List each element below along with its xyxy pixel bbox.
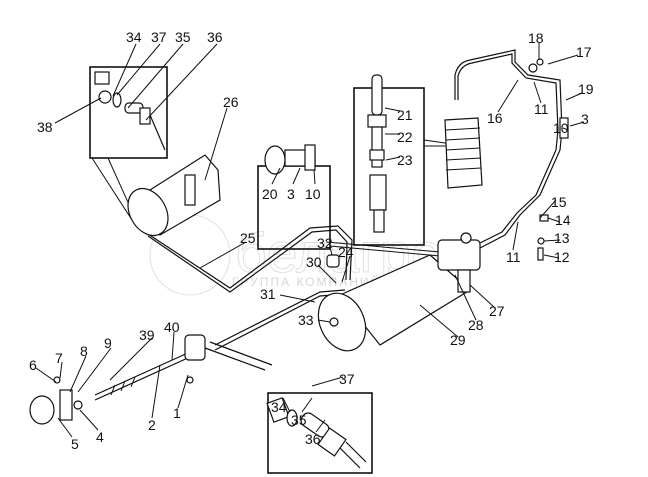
callout-label: 25 <box>240 230 256 246</box>
callout-label: 28 <box>468 317 484 333</box>
callout-label: 8 <box>80 343 88 359</box>
fitting-parts <box>367 74 387 233</box>
callout-label: 29 <box>450 332 466 348</box>
callout-label: 33 <box>298 312 314 328</box>
callout-label: 11 <box>506 249 521 265</box>
callout-label: 13 <box>554 230 570 246</box>
callout-label: 3 <box>287 186 295 202</box>
callout-label: 38 <box>37 119 53 135</box>
callout-label: 24 <box>338 244 354 260</box>
inset-leader <box>325 241 441 257</box>
callout-label: 19 <box>578 81 594 97</box>
callout-label: 27 <box>489 303 505 319</box>
callout-label: 11 <box>534 101 549 117</box>
callout-label: 40 <box>164 319 180 335</box>
callout-label: 35 <box>291 412 307 428</box>
callout-label: 36 <box>207 29 223 45</box>
callout-label: 4 <box>96 429 104 445</box>
callout-label: 22 <box>397 129 413 145</box>
callout-label: 17 <box>576 44 592 60</box>
pressure-regulator <box>437 232 481 293</box>
inset-frame-compressor-fitting <box>353 87 425 246</box>
callout-label: 1 <box>173 405 181 421</box>
air-receiver-29 <box>317 254 472 352</box>
callout-label: 36 <box>305 431 321 447</box>
callout-label: 10 <box>553 120 569 136</box>
callout-label: 39 <box>139 327 155 343</box>
callout-label: 34 <box>271 399 287 415</box>
callout-label: 20 <box>262 186 278 202</box>
callout-labels: 34 37 35 36 38 26 21 22 23 20 3 10 18 17… <box>29 29 594 452</box>
callout-label: 2 <box>148 417 156 433</box>
leader-lines <box>35 42 585 438</box>
callout-label: 9 <box>104 335 112 351</box>
compressor <box>444 117 483 189</box>
callout-label: 32 <box>317 235 333 251</box>
hose-fitting-bottom-parts <box>266 397 367 469</box>
callout-label: 10 <box>305 186 321 202</box>
watermark-subtitle: ГРУППА КОМПАНИЙ <box>232 274 381 289</box>
callout-label: 23 <box>397 152 413 168</box>
brake-chamber <box>29 58 569 425</box>
callout-label: 34 <box>126 29 142 45</box>
callout-label: 37 <box>151 29 167 45</box>
callout-label: 21 <box>397 107 413 123</box>
callout-label: 15 <box>551 194 567 210</box>
callout-label: 30 <box>306 254 322 270</box>
callout-label: 12 <box>554 249 570 265</box>
callout-label: 3 <box>581 111 589 127</box>
callout-label: 7 <box>55 350 63 366</box>
callout-label: 16 <box>487 110 503 126</box>
callout-label: 18 <box>528 30 544 46</box>
callout-label: 35 <box>175 29 191 45</box>
callout-label: 5 <box>71 436 79 452</box>
callout-label: 6 <box>29 357 37 373</box>
air-receiver-26 <box>127 154 221 237</box>
inset-frame-hose-fitting-top <box>89 66 168 159</box>
callout-label: 37 <box>339 371 355 387</box>
valve-parts <box>264 144 316 175</box>
inset-frame-hose-fitting-bottom <box>267 392 373 474</box>
callout-label: 31 <box>260 286 276 302</box>
callout-label: 26 <box>223 94 239 110</box>
callout-label: 14 <box>555 212 571 228</box>
